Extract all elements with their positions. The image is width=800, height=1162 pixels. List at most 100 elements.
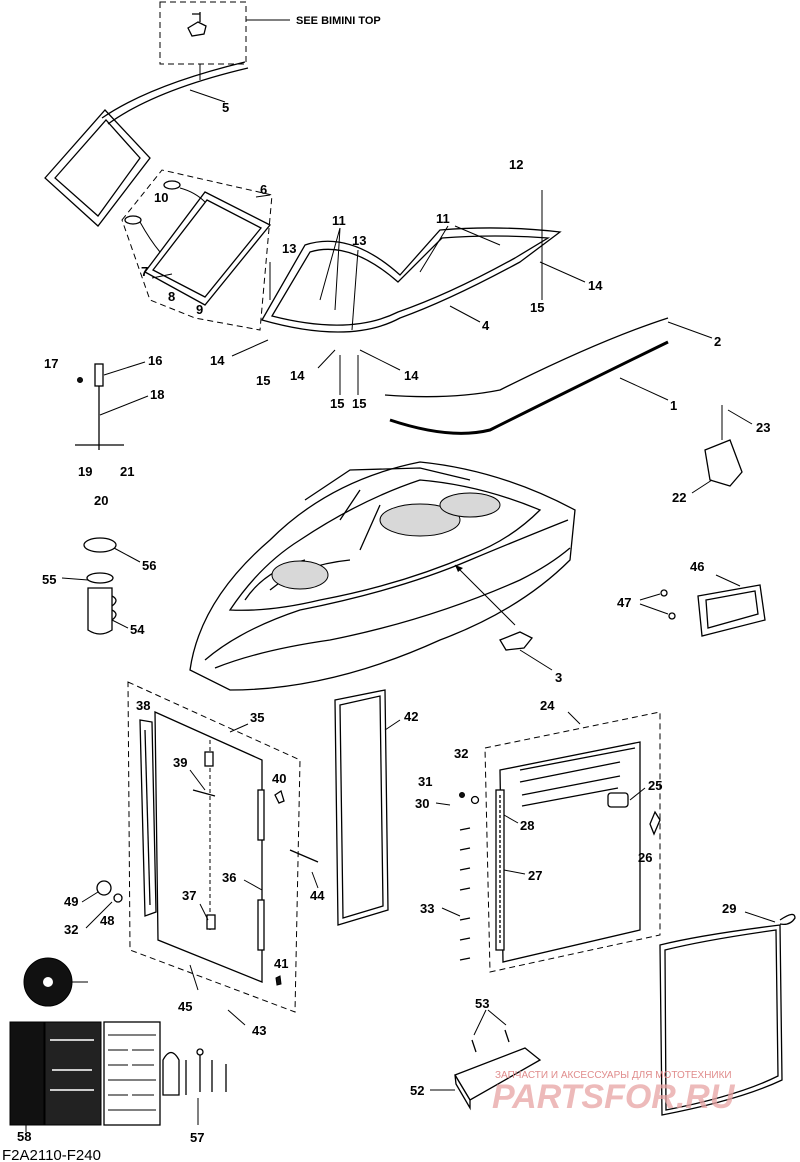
door-glass [144,191,272,306]
callout-13-left: 13 [282,241,296,256]
callout-34: 35 [250,710,264,725]
callout-39: 40 [272,771,286,786]
callout-28: 28 [520,818,534,833]
callout-8: 8 [168,289,175,304]
part-3-badge [499,631,534,651]
callout-27: 27 [528,868,542,883]
callout-1: 1 [670,398,677,413]
door-box-24 [484,711,661,973]
see-bimini-top-note: SEE BIMINI TOP [296,15,381,27]
callout-53: 56 [142,558,156,573]
drawing-code: F2A2110-F240 [2,1147,101,1162]
callout-55: 58 [17,1129,31,1144]
callout-47: 46 [690,559,704,574]
callout-32-left: 32 [64,922,78,937]
part-29-cover: 29 [659,901,796,1116]
boat-hull: 3 [189,461,576,691]
callout-21: 17 [44,356,58,371]
right-door-group: 24 25 26 28 27 32 31 30 33 [415,698,662,973]
watermark-tagline: ЗАПЧАСТИ И АКСЕССУАРЫ ДЛЯ МОТОТЕХНИКИ [495,1070,732,1081]
callout-15-left: 15 [256,373,270,388]
callout-15-mid2: 15 [352,396,366,411]
callout-41: 42 [404,709,418,724]
callout-26: 26 [638,850,652,865]
callout-45: 48 [100,913,114,928]
callout-3: 3 [555,670,562,685]
side-glass [44,109,151,227]
door-panel [154,710,263,983]
cover-outline [659,924,783,1116]
callout-29: 29 [722,901,736,916]
windshield-frame-outer [261,227,562,333]
callout-15-mid1: 15 [330,396,344,411]
cup-holder-group: 56 55 54 [42,537,156,637]
part-41-panel: 42 [334,689,418,926]
callout-13-center: 13 [352,233,366,248]
callout-40: 41 [274,956,288,971]
left-door-group: 38 35 39 40 36 37 41 45 43 44 49 32 48 [64,681,325,1038]
callout-30: 30 [415,796,429,811]
callout-7: 7 [141,264,148,279]
callout-33: 33 [420,901,434,916]
tool-bag [162,1051,180,1096]
callout-52: 55 [42,572,56,587]
part-5-frame: 5 [101,61,249,125]
callout-4: 4 [482,318,490,333]
part-49-box: 52 53 [410,996,542,1111]
part-55-binder [9,1021,45,1126]
callout-24: 24 [540,698,555,713]
callout-54: 57 [190,1130,204,1145]
part-56-manual [44,1021,102,1126]
rub-rails: 2 1 [384,317,721,435]
callout-46: 49 [64,894,78,909]
part-57-booklet [103,1021,161,1126]
callout-15-right: 15 [530,300,544,315]
bimini-hardware-box [159,1,247,65]
storage-box-group: 46 47 [617,559,766,637]
callout-12: 12 [509,157,523,172]
part-58-disc [23,957,88,1007]
callout-23: 23 [756,420,770,435]
bimini-fitting [187,12,207,37]
callout-32-right: 32 [454,746,468,761]
callout-18: 19 [78,464,92,479]
callout-38: 39 [173,755,187,770]
watermark-logo: PARTSFOR.RU [492,1078,736,1116]
callout-51: 54 [130,622,145,637]
callout-11-left: 11 [332,213,346,228]
part-2-rail [384,317,669,398]
callout-20: 21 [120,464,134,479]
callout-43: 44 [310,888,325,903]
callout-25: 25 [648,778,662,793]
callout-44: 45 [178,999,192,1014]
callout-48: 47 [617,595,631,610]
callout-19: 20 [94,493,108,508]
part-1-rail [389,340,669,435]
callout-49: 52 [410,1083,424,1098]
cleat-assembly: 23 22 [672,405,770,505]
pole-assembly: 17 16 18 19 20 21 [44,353,164,508]
callout-14-right2: 14 [404,368,419,383]
bimini-hardware-group: SEE BIMINI TOP [159,1,381,80]
callout-31: 31 [418,774,432,789]
callout-36: 37 [182,888,196,903]
part-54-toolkit: 57 [162,1048,227,1145]
callout-16: 16 [148,353,162,368]
callout-17: 18 [150,387,164,402]
windshield-side-group: 6 10 7 8 9 [44,109,273,331]
part-4-windshield: 4 12 14 15 11 11 13 13 14 15 14 14 15 15 [210,157,603,411]
hull-outline [189,461,576,691]
callout-22: 22 [672,490,686,505]
door-box-34 [127,681,301,1013]
callout-2: 2 [714,334,721,349]
watermark: ЗАПЧАСТИ И АКСЕССУАРЫ ДЛЯ МОТОТЕХНИКИ PA… [492,1070,736,1116]
callout-10: 10 [154,190,168,205]
callout-37: 38 [136,698,150,713]
callout-14-mid: 14 [290,368,305,383]
callout-14-left: 14 [210,353,225,368]
callout-11-right: 11 [436,211,450,226]
right-door-panel [499,741,641,963]
callout-42: 43 [252,1023,266,1038]
owner-literature: 58 [9,1021,161,1144]
